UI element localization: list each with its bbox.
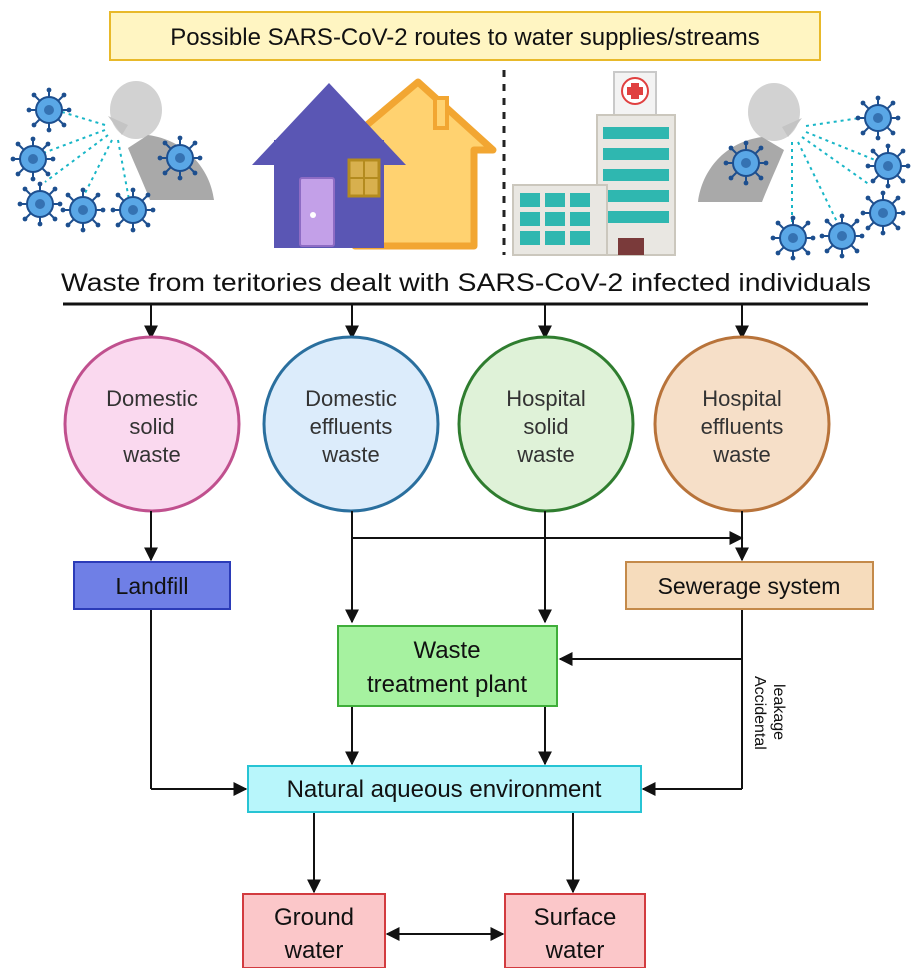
virus-icon — [722, 139, 770, 187]
waste-circle-hospital-effluents: Hospital effluents waste — [653, 335, 831, 513]
virus-icon — [156, 134, 204, 182]
waste-circle-domestic-solid: Domestic solid waste — [63, 335, 241, 513]
natural-environment-box: Natural aqueous environment — [247, 765, 642, 813]
virus-icon — [25, 86, 73, 134]
ground-water-box: Ground water — [242, 893, 386, 968]
circle-label-line: waste — [321, 442, 379, 467]
treatment-plant-box: Waste treatment plant — [337, 625, 558, 707]
circle-label-line: Domestic — [305, 386, 397, 411]
treatment-label-line: Waste — [413, 637, 480, 664]
circle-label-line: effluents — [701, 414, 784, 439]
virus-icon — [9, 135, 57, 183]
circle-label-line: waste — [712, 442, 770, 467]
circle-label-line: Domestic — [106, 386, 198, 411]
accidental-leakage-label: Accidental leakage — [751, 676, 787, 750]
circle-label-line: Hospital — [506, 386, 585, 411]
title-box-frame — [109, 11, 821, 61]
virus-icon — [818, 212, 866, 260]
source-caption: Waste from teritories dealt with SARS-Co… — [61, 269, 871, 297]
virus-icon — [859, 189, 907, 237]
coughing-person-left-illustration — [9, 81, 214, 234]
surface-water-label-line: water — [545, 937, 605, 964]
leakage-label-line: leakage — [770, 684, 787, 740]
source-arrows — [144, 304, 749, 340]
ground-water-label-line: Ground — [274, 904, 354, 931]
waste-circle-hospital-solid: Hospital solid waste — [457, 335, 635, 513]
sewerage-box: Sewerage system — [625, 561, 874, 610]
virus-icon — [864, 142, 912, 190]
virus-icon — [854, 94, 902, 142]
virus-icon — [769, 214, 817, 262]
circle-label-line: solid — [523, 414, 568, 439]
virus-icon — [16, 180, 64, 228]
circle-label-line: solid — [129, 414, 174, 439]
page-title: Possible SARS-CoV-2 routes to water supp… — [170, 24, 760, 51]
hospital-illustration — [512, 71, 676, 256]
circle-label-line: waste — [516, 442, 574, 467]
landfill-label: Landfill — [116, 573, 189, 599]
leakage-label-line: Accidental — [751, 676, 768, 750]
title-box: Possible SARS-CoV-2 routes to water supp… — [109, 11, 821, 61]
ground-water-label-line: water — [284, 937, 344, 964]
circle-label-line: waste — [122, 442, 180, 467]
coughing-person-right-illustration — [698, 83, 912, 262]
circle-label-line: Hospital — [702, 386, 781, 411]
surface-water-label-line: Surface — [534, 904, 617, 931]
landfill-box: Landfill — [73, 561, 231, 610]
surface-water-box: Surface water — [504, 893, 646, 968]
treatment-label-line: treatment plant — [367, 671, 527, 698]
virus-icon — [109, 186, 157, 234]
houses-illustration — [252, 78, 497, 250]
natural-environment-label: Natural aqueous environment — [287, 776, 602, 803]
flow-connectors — [144, 511, 749, 941]
virus-icon — [59, 186, 107, 234]
sewerage-label: Sewerage system — [658, 573, 841, 599]
waste-circle-domestic-effluents: Domestic effluents waste — [262, 335, 440, 513]
circle-label-line: effluents — [310, 414, 393, 439]
